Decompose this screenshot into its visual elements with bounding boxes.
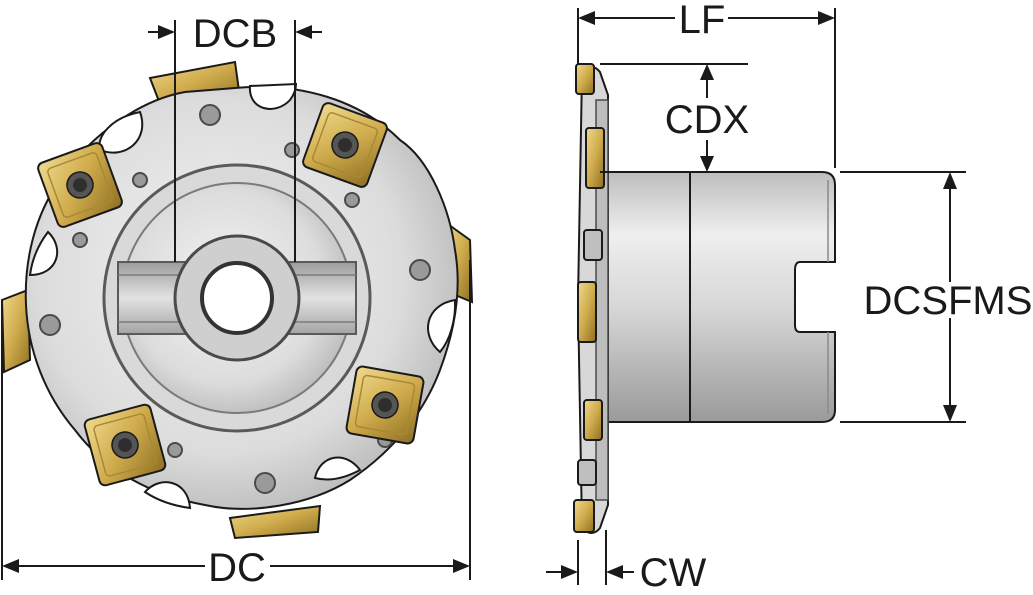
dim-cdx (600, 63, 748, 173)
dim-cw (546, 530, 634, 585)
dc-label: DC (208, 546, 266, 590)
cw-label: CW (640, 551, 707, 595)
dcsfms-label: DCSFMS (864, 279, 1033, 323)
edge-inserts (573, 63, 605, 533)
cutter-side-view (573, 63, 836, 534)
dcb-label: DCB (193, 12, 277, 56)
cdx-label: CDX (665, 98, 749, 142)
dim-lf (577, 8, 836, 168)
dim-dcsfms (840, 171, 966, 423)
shank (604, 171, 836, 423)
chip-gullets (28, 82, 457, 510)
cutter-face-view (0, 60, 474, 540)
dim-dc (1, 260, 471, 580)
lf-label: LF (679, 0, 726, 42)
bore-hole (200, 261, 274, 335)
insert-bottom-right (344, 364, 426, 446)
dim-dcb (148, 20, 322, 262)
